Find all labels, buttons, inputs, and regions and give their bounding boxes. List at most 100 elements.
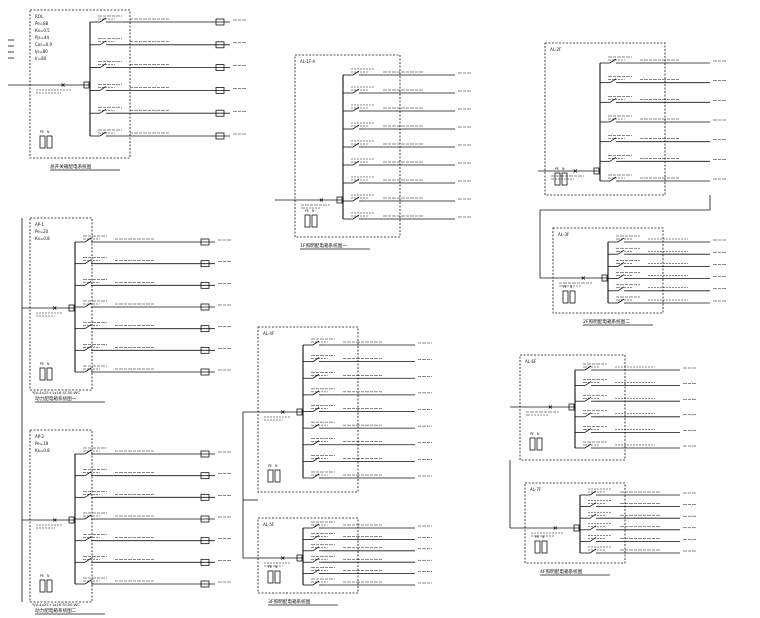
outgoing-circuit — [75, 300, 231, 311]
device-label-mark — [559, 282, 592, 287]
outgoing-circuit — [303, 421, 432, 429]
breaker-symbol — [349, 196, 363, 202]
breaker-symbol — [81, 346, 95, 351]
breaker-symbol — [81, 324, 95, 330]
device-label-mark — [83, 512, 107, 517]
device-label-mark — [311, 533, 335, 537]
outgoing-circuit — [75, 512, 231, 523]
device-label-mark — [311, 578, 335, 583]
breaker-symbol — [586, 490, 600, 496]
device-label-mark — [311, 471, 335, 476]
terminal-label: PE — [268, 565, 272, 569]
breaker-symbol — [81, 493, 95, 498]
device-label-mark — [583, 410, 607, 415]
outgoing-circuit — [580, 511, 696, 519]
breaker-symbol — [614, 286, 628, 292]
breaker-symbol — [309, 557, 323, 563]
device-label-mark — [98, 129, 122, 134]
breaker-symbol — [81, 281, 95, 286]
outgoing-circuit — [608, 272, 726, 280]
outgoing-circuit — [303, 544, 432, 552]
breaker-symbol — [586, 513, 600, 519]
load-box — [200, 303, 210, 311]
outgoing-circuit — [343, 104, 471, 112]
breaker-symbol — [309, 457, 323, 462]
device-label-mark — [588, 523, 611, 528]
device-label-mark — [83, 257, 107, 261]
breaker-symbol — [606, 98, 620, 103]
outgoing-circuit — [600, 96, 726, 103]
breaker-symbol — [309, 440, 323, 446]
board-header-text: ROL — [35, 14, 44, 19]
outgoing-circuit — [600, 76, 726, 84]
device-label-mark — [531, 532, 563, 537]
device-label-mark — [608, 96, 632, 100]
device-label-mark — [311, 521, 335, 526]
breaker-symbol — [614, 262, 628, 267]
terminal-label: N — [275, 565, 278, 569]
board-header-text: Pe=18 — [35, 441, 49, 446]
breaker-symbol — [581, 381, 595, 387]
board-footer: YJV-4x25+1x16 SC50-WC — [32, 602, 80, 607]
board-enclosure — [294, 54, 401, 238]
device-label-mark — [351, 86, 374, 91]
board-header-text: AP-1 — [35, 222, 45, 227]
breaker-symbol — [614, 249, 628, 255]
inter-board-feeders — [21, 195, 711, 602]
outgoing-circuit — [75, 534, 231, 545]
board-header-text: Pe=88 — [35, 21, 49, 26]
breaker-symbol — [81, 259, 95, 265]
outgoing-circuit — [90, 84, 246, 94]
device-label-mark — [98, 15, 122, 20]
board-header-text: AL-3F — [558, 232, 570, 237]
main-breaker-symbol — [68, 516, 75, 524]
device-label-mark — [311, 405, 335, 409]
outgoing-circuit — [343, 68, 471, 76]
board-enclosure — [29, 9, 131, 159]
breaker-symbol — [81, 449, 95, 455]
terminal-label: N — [47, 362, 50, 366]
breaker-symbol — [614, 237, 628, 243]
device-label-mark — [36, 89, 71, 94]
terminal-label: PE — [563, 285, 567, 289]
breaker-symbol — [349, 142, 363, 148]
breaker-symbol — [81, 558, 95, 563]
outgoing-circuit — [575, 410, 696, 418]
outgoing-circuit — [343, 194, 471, 202]
breaker-symbol — [349, 214, 363, 220]
load-box — [200, 260, 210, 268]
outgoing-circuit — [608, 235, 726, 243]
load-box — [200, 346, 210, 354]
board-header-text: AL-5F — [263, 522, 275, 527]
breaker-symbol — [81, 471, 95, 477]
device-label-mark — [311, 355, 335, 359]
load-box — [215, 18, 225, 26]
breaker-symbol — [81, 514, 95, 520]
load-box — [200, 368, 210, 376]
device-label-mark — [608, 56, 632, 61]
outgoing-circuit — [75, 365, 231, 376]
terminal-label: N — [570, 285, 573, 289]
breaker-symbol — [606, 78, 620, 84]
device-label-mark — [583, 394, 607, 399]
breaker-symbol — [581, 443, 595, 449]
board-title: 动力配电箱系统图一 — [35, 395, 77, 402]
outgoing-circuit — [90, 15, 246, 26]
breaker-symbol — [81, 302, 95, 308]
device-label-mark — [264, 562, 290, 567]
outgoing-circuit — [600, 56, 726, 64]
outgoing-circuit — [600, 174, 726, 182]
board-title: 动力配电箱系统图二 — [35, 607, 77, 614]
device-label-mark — [588, 511, 611, 516]
outgoing-circuit — [303, 521, 432, 529]
device-label-mark — [36, 312, 62, 317]
device-label-mark — [583, 379, 607, 383]
main-breaker-symbol — [573, 524, 580, 532]
outgoing-circuit — [303, 578, 432, 586]
terminal-label: PE — [530, 432, 534, 436]
breaker-symbol — [309, 423, 323, 429]
outgoing-circuit — [75, 469, 231, 480]
